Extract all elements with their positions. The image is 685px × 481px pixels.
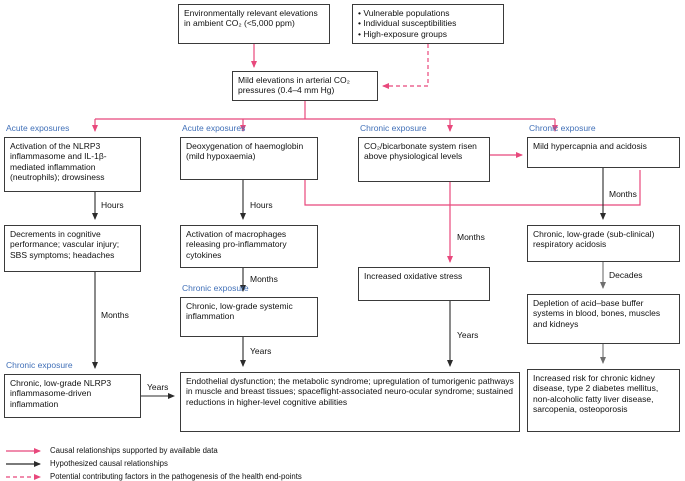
label-acute-exposures-2: Acute exposures [182,123,246,133]
time-months-c2: Months [250,274,278,284]
node-cognitive-decrements: Decrements in cognitive performance; vas… [4,225,141,272]
bullet-item: • Vulnerable populations [358,8,450,18]
causal-arrows [92,44,641,263]
node-respiratory-acidosis: Chronic, low-grade (sub-clinical) respir… [527,225,680,262]
time-years-c2: Years [250,346,272,356]
time-years-c3: Years [457,330,479,340]
node-systemic-inflammation: Chronic, low-grade systemic inflammation [180,297,318,337]
node-deoxygenation: Deoxygenation of haemoglobin (mild hypox… [180,137,318,180]
node-vulnerable-populations: • Vulnerable populations • Individual su… [352,4,504,44]
time-decades-c4: Decades [609,270,643,280]
node-macrophage-activation: Activation of macrophages releasing pro-… [180,225,318,268]
legend-causal: Causal relationships supported by availa… [50,446,218,455]
bullet-item: • High-exposure groups [358,28,447,39]
contributing-arrows [382,44,429,89]
node-nlrp3-activation: Activation of the NLRP3 inflammasome and… [4,137,141,192]
legend-arrows [6,448,41,480]
time-years-c1: Years [147,382,169,392]
node-arterial-co2: Mild elevations in arterial CO₂ pressure… [232,71,378,101]
time-months-c1: Months [101,310,129,320]
legend-hypothesized: Hypothesized causal relationships [50,459,168,468]
time-hours-c1: Hours [101,200,124,210]
label-chronic-exposure-c1: Chronic exposure [6,360,73,370]
bullet-item: • Individual susceptibilities [358,18,457,29]
hypothesized-arrows [92,168,606,399]
node-oxidative-stress: Increased oxidative stress [358,267,490,301]
time-months-c4: Months [609,189,637,199]
node-health-endpoints: Endothelial dysfunction; the metabolic s… [180,372,520,432]
node-buffer-depletion: Depletion of acid–base buffer systems in… [527,294,680,344]
legend-contributing: Potential contributing factors in the pa… [50,472,302,481]
node-mild-hypercapnia: Mild hypercapnia and acidosis [527,137,680,168]
label-chronic-exposure-4: Chronic exposure [529,123,596,133]
node-chronic-disease-risk: Increased risk for chronic kidney diseas… [527,369,680,432]
label-chronic-exposure-c2: Chronic exposure [182,283,249,293]
node-chronic-nlrp3-inflammation: Chronic, low-grade NLRP3 inflammasome-dr… [4,374,141,418]
time-hours-c2: Hours [250,200,273,210]
node-ambient-co2: Environmentally relevant elevations in a… [178,4,330,44]
label-chronic-exposure-3: Chronic exposure [360,123,427,133]
time-months-c3: Months [457,232,485,242]
label-acute-exposures-1: Acute exposures [6,123,70,133]
node-bicarbonate-system: CO₂/bicarbonate system risen above physi… [358,137,490,182]
